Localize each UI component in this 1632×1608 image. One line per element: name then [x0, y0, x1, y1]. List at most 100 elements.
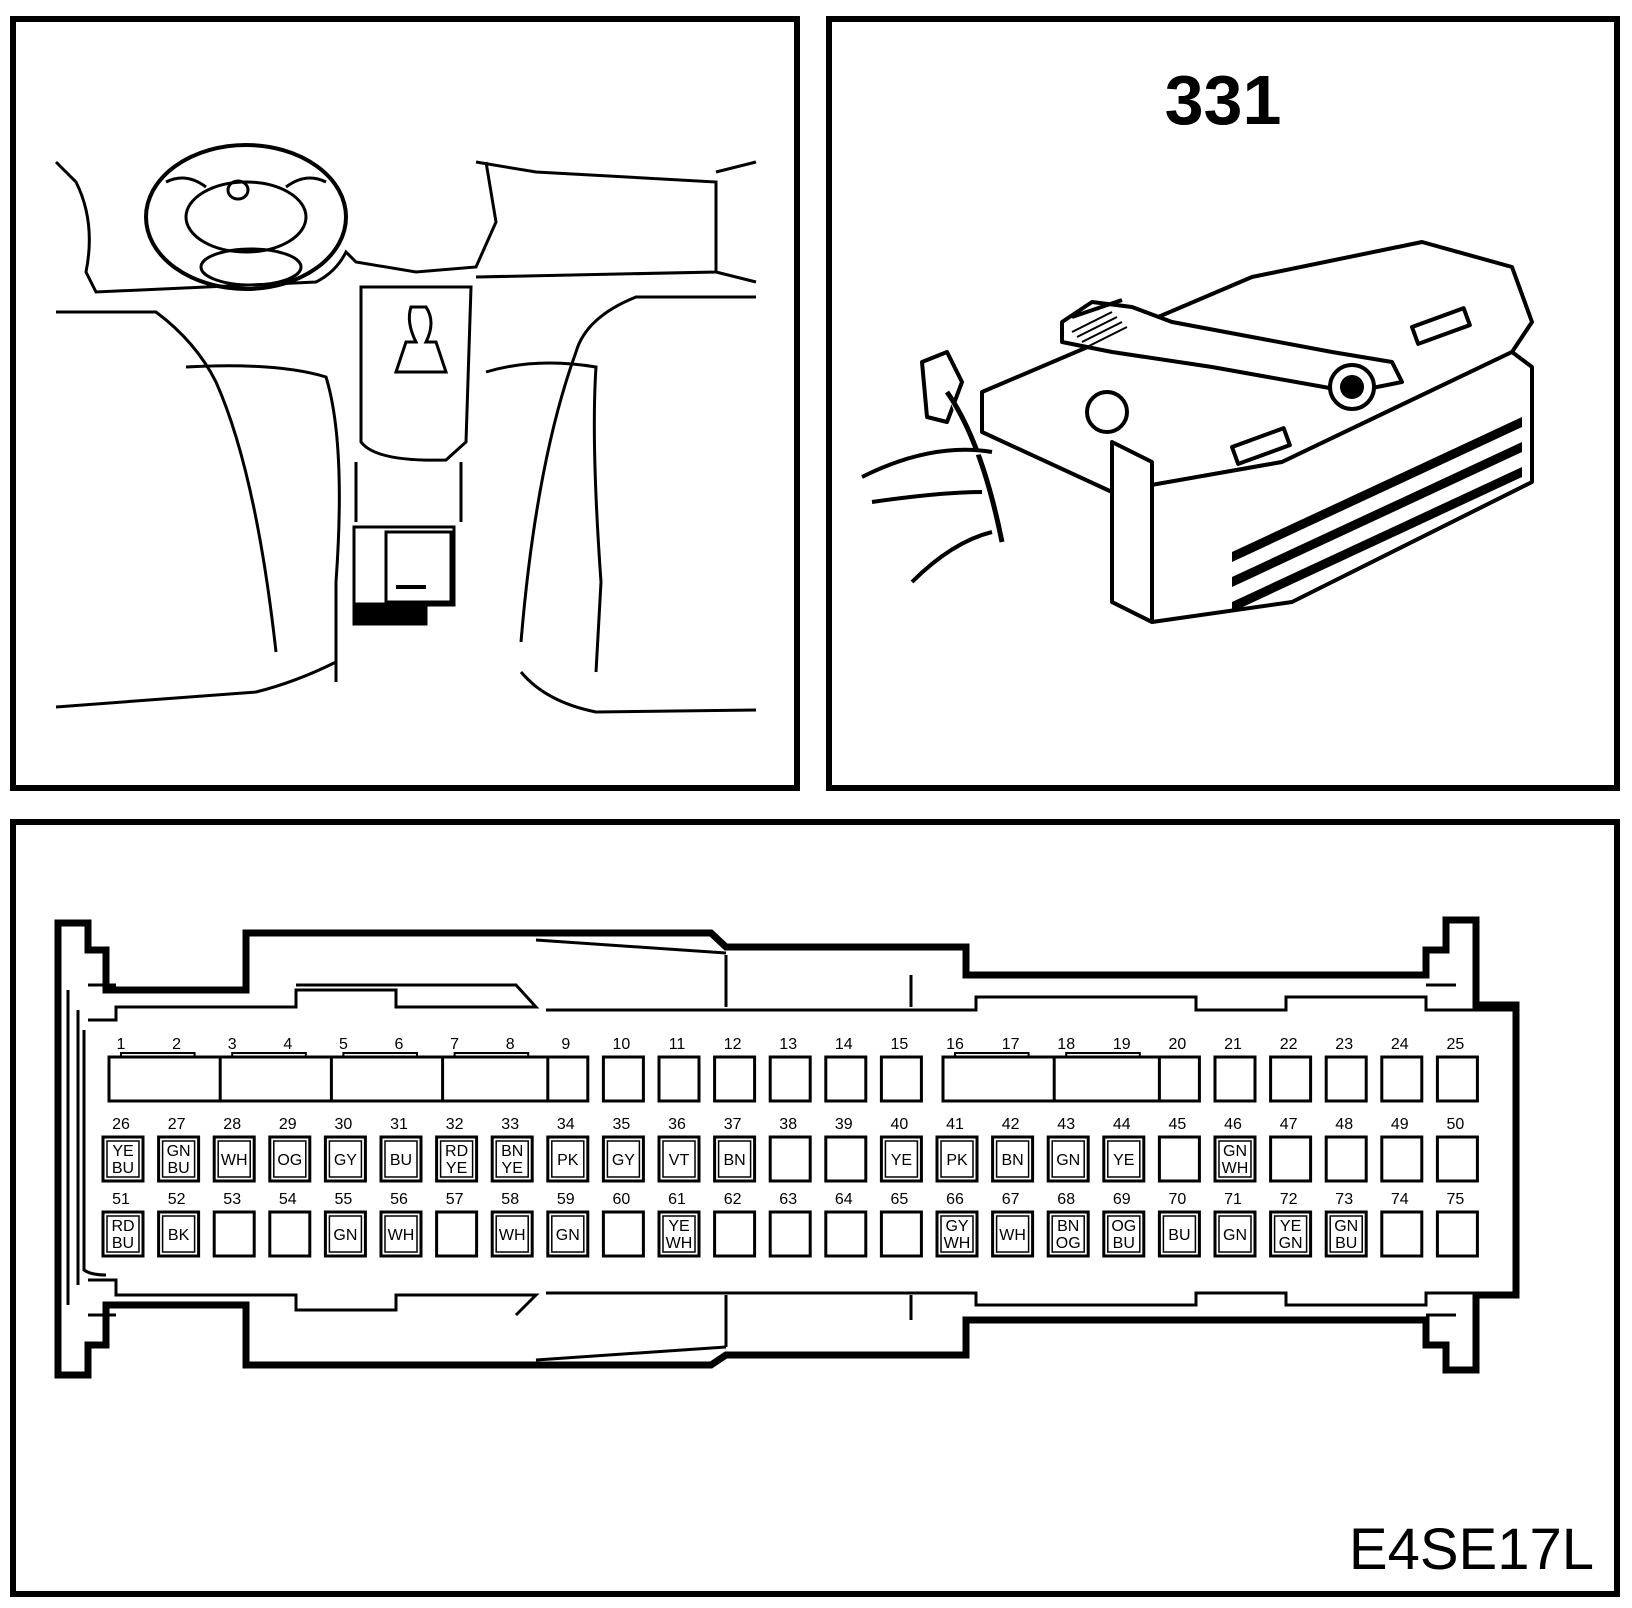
inner-outline — [88, 983, 1516, 1317]
pin-number-17: 17 — [1002, 1036, 1020, 1053]
pin-number-38: 38 — [779, 1116, 797, 1133]
wire-marker-52 — [161, 1215, 196, 1253]
pin-cavity-61 — [657, 1210, 701, 1258]
pin-number-63: 63 — [779, 1191, 797, 1208]
pin-cavity-20 — [1157, 1055, 1201, 1103]
wire-color-51-2: BU — [112, 1235, 134, 1252]
wire-marker-67 — [995, 1215, 1030, 1253]
pin-cavity-3-4 — [218, 1055, 336, 1103]
pin-number-24: 24 — [1391, 1036, 1409, 1053]
diagram-code: E4SE17L — [1348, 1517, 1594, 1582]
pin-cavity-31 — [379, 1135, 423, 1183]
wire-color-73-2: BU — [1335, 1235, 1357, 1252]
pin-number-25: 25 — [1447, 1036, 1465, 1053]
wire-color-32-1: RD — [445, 1143, 468, 1160]
pin-cavity-30 — [323, 1135, 367, 1183]
pin-number-68: 68 — [1057, 1191, 1075, 1208]
wire-marker-61 — [662, 1215, 696, 1253]
pin-cavity-1-2 — [107, 1055, 225, 1103]
pin-number-4: 4 — [283, 1036, 292, 1053]
pin-cavity-18-19 — [1052, 1055, 1170, 1103]
housing-outline — [54, 916, 1520, 1379]
pin-cavity-62 — [713, 1210, 757, 1258]
wire-color-34: PK — [557, 1152, 579, 1169]
pin-number-16: 16 — [946, 1036, 964, 1053]
pin-number-59: 59 — [557, 1191, 575, 1208]
wire-color-68-1: BN — [1057, 1218, 1079, 1235]
pin-number-60: 60 — [613, 1191, 631, 1208]
pin-cavity-74 — [1380, 1210, 1424, 1258]
pin-cavity-5-6 — [329, 1055, 447, 1103]
pin-cavity-12 — [713, 1055, 757, 1103]
wire-marker-37 — [717, 1140, 752, 1178]
pin-cavity-16-17 — [941, 1055, 1059, 1103]
wire-marker-72 — [1273, 1215, 1308, 1253]
pin-number-67: 67 — [1002, 1191, 1020, 1208]
pin-number-22: 22 — [1280, 1036, 1298, 1053]
pin-number-27: 27 — [168, 1116, 186, 1133]
cavity-notch — [120, 1052, 196, 1057]
pin-number-18: 18 — [1057, 1036, 1075, 1053]
pin-cavity-22 — [1269, 1055, 1313, 1103]
pin-number-26: 26 — [112, 1116, 130, 1133]
pin-number-65: 65 — [891, 1191, 909, 1208]
pin-number-19: 19 — [1113, 1036, 1131, 1053]
pin-cavity-34 — [546, 1135, 590, 1183]
pin-cavity-39 — [824, 1135, 868, 1183]
pin-number-39: 39 — [835, 1116, 853, 1133]
pin-cavity-48 — [1324, 1135, 1368, 1183]
wire-color-32-2: YE — [446, 1160, 467, 1177]
pin-cavity-42 — [991, 1135, 1035, 1183]
pin-number-42: 42 — [1002, 1116, 1020, 1133]
wire-marker-41 — [940, 1140, 974, 1178]
pin-cavity-54 — [268, 1210, 312, 1258]
pin-number-57: 57 — [446, 1191, 464, 1208]
wire-marker-40 — [884, 1140, 919, 1178]
wire-color-29: OG — [277, 1152, 302, 1169]
wire-marker-69 — [1107, 1215, 1141, 1253]
pin-number-54: 54 — [279, 1191, 297, 1208]
wire-color-31: BU — [390, 1152, 412, 1169]
pin-cavity-7-8 — [441, 1055, 558, 1103]
wire-color-61-1: YE — [668, 1218, 689, 1235]
wire-color-35: GY — [612, 1152, 635, 1169]
pin-cavity-28 — [212, 1135, 256, 1183]
pin-number-51: 51 — [112, 1191, 130, 1208]
wire-color-73-1: GN — [1334, 1218, 1358, 1235]
pin-cavity-35 — [601, 1135, 645, 1183]
wire-marker-42 — [995, 1140, 1030, 1178]
pin-number-9: 9 — [561, 1036, 570, 1053]
pin-cavity-59 — [546, 1210, 590, 1258]
pin-number-35: 35 — [613, 1116, 631, 1133]
pin-number-30: 30 — [335, 1116, 353, 1133]
wire-marker-30 — [328, 1140, 363, 1178]
pin-number-29: 29 — [279, 1116, 297, 1133]
wire-color-69-1: OG — [1111, 1218, 1136, 1235]
pin-number-43: 43 — [1057, 1116, 1075, 1133]
pin-cavity-15 — [879, 1055, 923, 1103]
pin-cavity-71 — [1213, 1210, 1257, 1258]
vehicle-interior-illustration — [54, 143, 757, 714]
wire-color-42: BN — [1001, 1152, 1023, 1169]
cavity-notch — [453, 1052, 530, 1057]
pin-cavity-21 — [1213, 1055, 1257, 1103]
pin-number-11: 11 — [669, 1036, 686, 1053]
pin-number-21: 21 — [1224, 1036, 1242, 1053]
wire-marker-27 — [161, 1140, 196, 1178]
pin-cavity-51 — [101, 1210, 145, 1258]
pin-number-40: 40 — [891, 1116, 909, 1133]
pin-cavity-53 — [212, 1210, 256, 1258]
pin-number-45: 45 — [1169, 1116, 1187, 1133]
pin-cavity-11 — [657, 1055, 701, 1103]
pin-number-15: 15 — [891, 1036, 909, 1053]
pin-cavity-43 — [1046, 1135, 1090, 1183]
wire-color-51-1: RD — [111, 1218, 134, 1235]
pin-cavity-26 — [101, 1135, 145, 1183]
pin-number-41: 41 — [946, 1116, 964, 1133]
pin-cavity-36 — [657, 1135, 701, 1183]
pin-cavity-25 — [1435, 1055, 1479, 1103]
pin-cavity-56 — [379, 1210, 423, 1258]
pin-number-73: 73 — [1335, 1191, 1353, 1208]
cavity-notch — [231, 1052, 307, 1057]
wire-marker-46 — [1218, 1140, 1252, 1178]
